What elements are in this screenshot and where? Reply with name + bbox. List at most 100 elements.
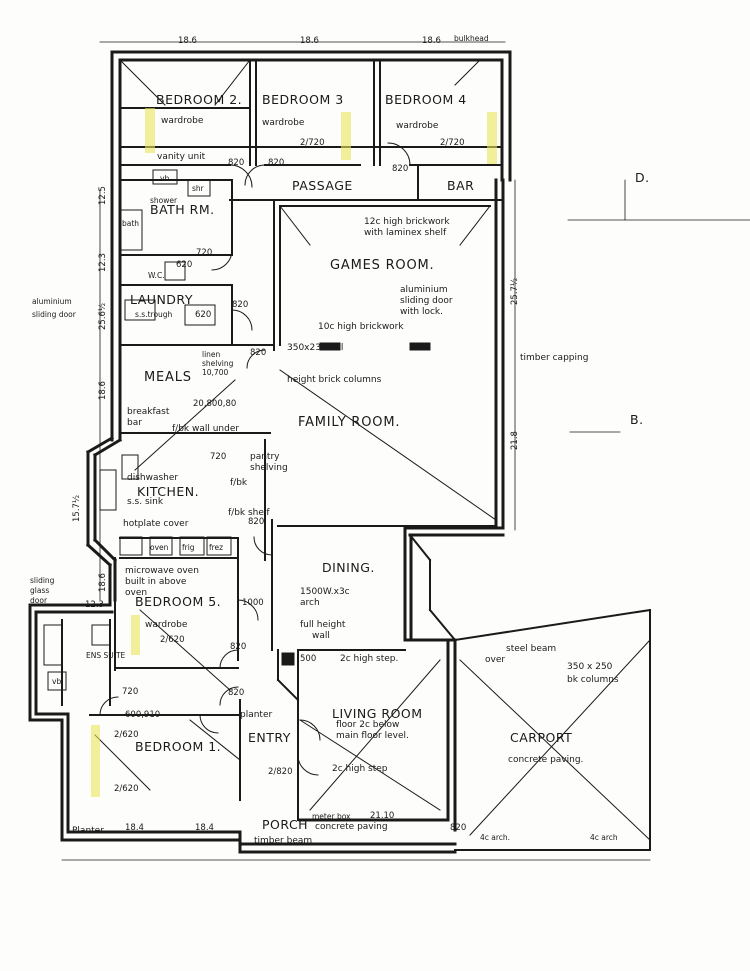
- dimension-label: 2/820: [268, 767, 293, 777]
- room-label-living: LIVING ROOM: [332, 706, 423, 721]
- note-concrete-paving: concrete paving.: [508, 755, 584, 765]
- note-shower: shr: [192, 184, 204, 193]
- note-brickwork-shelf: with laminex shelf: [364, 228, 447, 238]
- dimension-label: 2/620: [160, 635, 185, 645]
- dimension-label: 20,800,80: [193, 399, 237, 409]
- room-label-bedroom-1: BEDROOM 1.: [135, 739, 222, 754]
- dimension-label: 820: [230, 642, 247, 652]
- room-label-bedroom-4: BEDROOM 4: [385, 92, 467, 107]
- note-brick-columns: 350x230 full: [287, 343, 344, 353]
- dimension-label: 2/620: [114, 730, 139, 740]
- note-linen: linen: [202, 350, 221, 359]
- dimension-label: 18.4: [125, 823, 144, 833]
- dimension-label: 25.7½: [510, 277, 520, 305]
- note-arch4: 4c arch: [590, 833, 618, 842]
- dimension-label: 620: [176, 260, 193, 270]
- dimension-label: 18.6: [178, 36, 197, 46]
- note-microwave: built in above: [125, 577, 187, 587]
- note-fbk: f/bk: [230, 478, 248, 488]
- room-label-ensuite: ENS SUITE: [86, 651, 126, 660]
- room-label-entry: ENTRY: [248, 730, 291, 745]
- note-wardrobe: wardrobe: [161, 116, 204, 126]
- room-label-bedroom-2: BEDROOM 2.: [156, 92, 243, 107]
- section-marker-b: B.: [630, 412, 644, 427]
- dimension-label: 820: [248, 517, 265, 527]
- note-breakfast-bar: breakfast: [127, 407, 170, 417]
- note-brickwork-shelf: 12c high brickwork: [364, 217, 450, 227]
- note-sliding-door: glass: [30, 586, 50, 595]
- room-label-games: GAMES ROOM.: [330, 258, 435, 273]
- note-arch4: 4c arch.: [480, 833, 511, 842]
- note-bk-columns: bk columns: [567, 675, 619, 685]
- note-shower: shower: [150, 196, 178, 205]
- dimension-label: 820: [392, 164, 409, 174]
- dimension-label: 820: [232, 300, 249, 310]
- wardrobe-highlight: [487, 112, 497, 164]
- dimension-label: 21.8: [510, 431, 520, 450]
- dimension-label: 820: [268, 158, 285, 168]
- note-linen: shelving: [202, 359, 234, 368]
- note-timber-capping: timber capping: [520, 353, 589, 363]
- note-porch-paving: concrete paving: [315, 822, 388, 832]
- note-arch: arch: [300, 598, 320, 608]
- note-microwave: microwave oven: [125, 566, 199, 576]
- note-floor-below: main floor level.: [336, 731, 409, 741]
- note-bath: bath: [122, 219, 140, 228]
- note-pantry: shelving: [250, 463, 288, 473]
- note-planter: planter: [240, 710, 273, 720]
- note-brickwork-10: 10c high brickwork: [318, 322, 404, 332]
- note-brick-columns: height brick columns: [287, 375, 382, 385]
- note-bulkhead: bulkhead: [454, 34, 489, 43]
- wardrobe-highlight: [145, 108, 155, 153]
- dimension-label: 18.6: [98, 381, 108, 400]
- note-frez: frez: [209, 543, 224, 552]
- dimension-label: 500: [300, 654, 317, 664]
- dimension-label: 12.3: [85, 600, 104, 610]
- note-step: 2c high step: [332, 764, 388, 774]
- dimension-label: 18.6: [98, 573, 108, 592]
- dimension-label: 1000: [242, 598, 264, 608]
- dimension-label: 720: [122, 687, 139, 697]
- wardrobe-highlight: [91, 725, 100, 797]
- note-wardrobe: wardrobe: [145, 620, 188, 630]
- dimension-label: 620: [195, 310, 212, 320]
- note-vanity-unit: vanity unit: [157, 152, 206, 162]
- note-dishwasher: dishwasher: [127, 473, 179, 483]
- room-label-dining: DINING.: [322, 560, 375, 575]
- dimension-label: 18.6: [300, 36, 319, 46]
- note-floor-below: floor 2c below: [336, 720, 400, 730]
- note-arch: 1500W.x3c: [300, 587, 350, 597]
- dimension-label: 820: [250, 348, 267, 358]
- note-aluminium-side: sliding door: [32, 310, 76, 319]
- note-wc: W.C.: [148, 271, 165, 280]
- note-fbk-shelf: f/bk shelf: [228, 508, 270, 518]
- roof-lines: [94, 59, 651, 841]
- note-linen: 10,700: [202, 368, 229, 377]
- brick-columns: [281, 342, 431, 666]
- note-aluminium-door: sliding door: [400, 296, 453, 306]
- dimension-label: 12.5: [98, 186, 108, 205]
- room-label-carport: CARPORT: [510, 730, 573, 745]
- note-hotplate: hotplate cover: [123, 519, 189, 529]
- note-frig: frig: [182, 543, 195, 552]
- note-full-height-wall: wall: [312, 631, 330, 641]
- dimension-lines: [61, 41, 750, 861]
- dimension-label: 12.3: [98, 253, 108, 272]
- dimension-label: 2/720: [300, 138, 325, 148]
- dimension-label: 18.6: [422, 36, 441, 46]
- note-steel-beam: over: [485, 655, 506, 665]
- note-bk-columns: 350 x 250: [567, 662, 613, 672]
- dimension-label: 720: [210, 452, 227, 462]
- room-label-passage: PASSAGE: [292, 178, 353, 193]
- note-planter: Planter: [72, 826, 104, 836]
- dimension-label: 2/720: [440, 138, 465, 148]
- note-wardrobe: wardrobe: [396, 121, 439, 131]
- note-wardrobe: wardrobe: [262, 118, 305, 128]
- exterior-walls: [28, 50, 512, 854]
- wardrobe-highlight: [341, 112, 351, 160]
- note-trough: s.s.trough: [135, 310, 173, 319]
- room-label-kitchen: KITCHEN.: [137, 484, 200, 499]
- room-label-bath: BATH RM.: [150, 202, 215, 217]
- note-sink: s.s. sink: [127, 497, 164, 507]
